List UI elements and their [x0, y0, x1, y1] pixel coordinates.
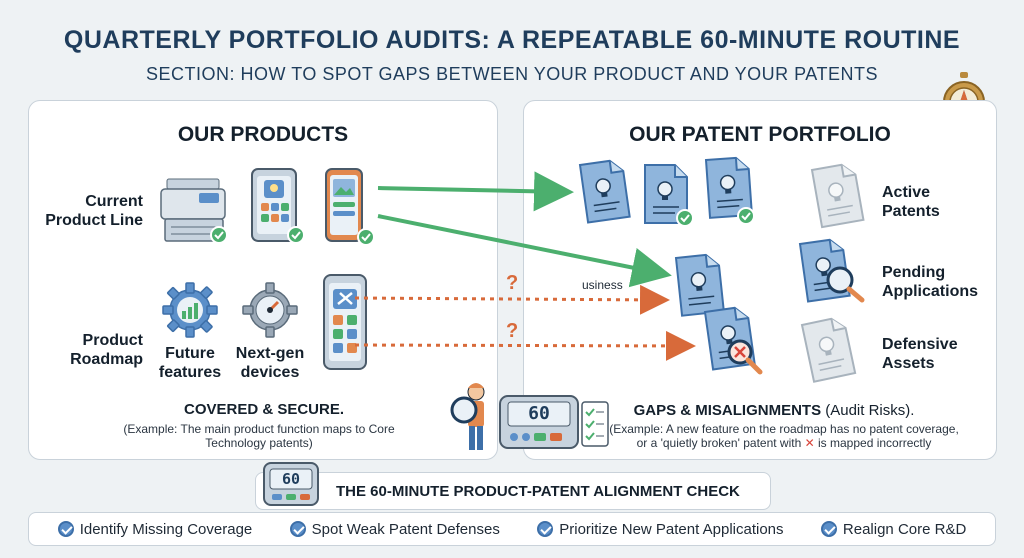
gear-icon: [161, 281, 219, 339]
covered-title: COVERED & SECURE.: [149, 401, 379, 418]
defensive-assets-label: Defensive Assets: [882, 335, 982, 373]
alignment-check-title: THE 60-MINUTE PRODUCT-PATENT ALIGNMENT C…: [336, 483, 740, 500]
page-subtitle: SECTION: HOW TO SPOT GAPS BETWEEN YOUR P…: [0, 64, 1024, 85]
gaps-note-line-1: (Example: A new feature on the roadmap h…: [594, 422, 974, 436]
check-icon: [537, 521, 553, 537]
gauge-gear-icon: [241, 281, 299, 339]
action-identify-missing-coverage: Identify Missing Coverage: [58, 521, 253, 538]
next-gen-devices-label: Next-gen devices: [233, 344, 307, 382]
actions-bar: Identify Missing Coverage Spot Weak Pate…: [28, 512, 996, 546]
active-patents-label: Active Patents: [882, 183, 982, 221]
check-icon: [821, 521, 837, 537]
gap-question-mark-1: ?: [506, 272, 518, 295]
audit-timer-display: 60: [510, 402, 568, 426]
roadmap-device-icon: [320, 273, 370, 373]
gaps-note-line-2: or a 'quietly broken' patent with ✕ is m…: [594, 436, 974, 450]
gaps-note-line-2b: is mapped incorrectly: [818, 436, 931, 450]
gaps-title-strong: GAPS & MISALIGNMENTS: [634, 402, 822, 419]
check-icon: [290, 521, 306, 537]
action-label: Identify Missing Coverage: [80, 521, 253, 538]
future-features-label: Future features: [155, 344, 225, 382]
pending-applications-label: Pending Applications: [882, 263, 992, 301]
banner-timer-display: 60: [270, 469, 312, 489]
floating-text: usiness: [582, 278, 623, 292]
current-product-line-label: Current Product Line: [39, 192, 143, 230]
products-heading: OUR PRODUCTS: [29, 123, 497, 147]
action-realign-rd: Realign Core R&D: [821, 521, 966, 538]
action-label: Realign Core R&D: [843, 521, 966, 538]
action-label: Prioritize New Patent Applications: [559, 521, 783, 538]
covered-note: (Example: The main product function maps…: [119, 422, 399, 450]
gap-question-mark-2: ?: [506, 320, 518, 343]
printer-icon: [159, 171, 229, 243]
red-x-icon: ✕: [805, 436, 815, 450]
gaps-title: GAPS & MISALIGNMENTS (Audit Risks).: [604, 402, 944, 419]
check-icon: [58, 521, 74, 537]
product-roadmap-label: Product Roadmap: [49, 331, 143, 369]
patents-heading: OUR PATENT PORTFOLIO: [524, 123, 996, 147]
tablet-icon: [248, 167, 304, 245]
gaps-note: (Example: A new feature on the roadmap h…: [594, 422, 974, 450]
alignment-check-banner: 60 THE 60-MINUTE PRODUCT-PATENT ALIGNMEN…: [255, 472, 771, 510]
page-title: QUARTERLY PORTFOLIO AUDITS: A REPEATABLE…: [0, 26, 1024, 55]
action-spot-weak-defenses: Spot Weak Patent Defenses: [290, 521, 500, 538]
products-panel: OUR PRODUCTS Current Product Line Produc…: [28, 100, 498, 460]
gaps-title-suffix: (Audit Risks).: [825, 402, 914, 419]
action-label: Spot Weak Patent Defenses: [312, 521, 500, 538]
gaps-note-line-2a: or a 'quietly broken' patent with: [637, 436, 802, 450]
action-prioritize-applications: Prioritize New Patent Applications: [537, 521, 783, 538]
smartphone-icon: [322, 167, 378, 247]
